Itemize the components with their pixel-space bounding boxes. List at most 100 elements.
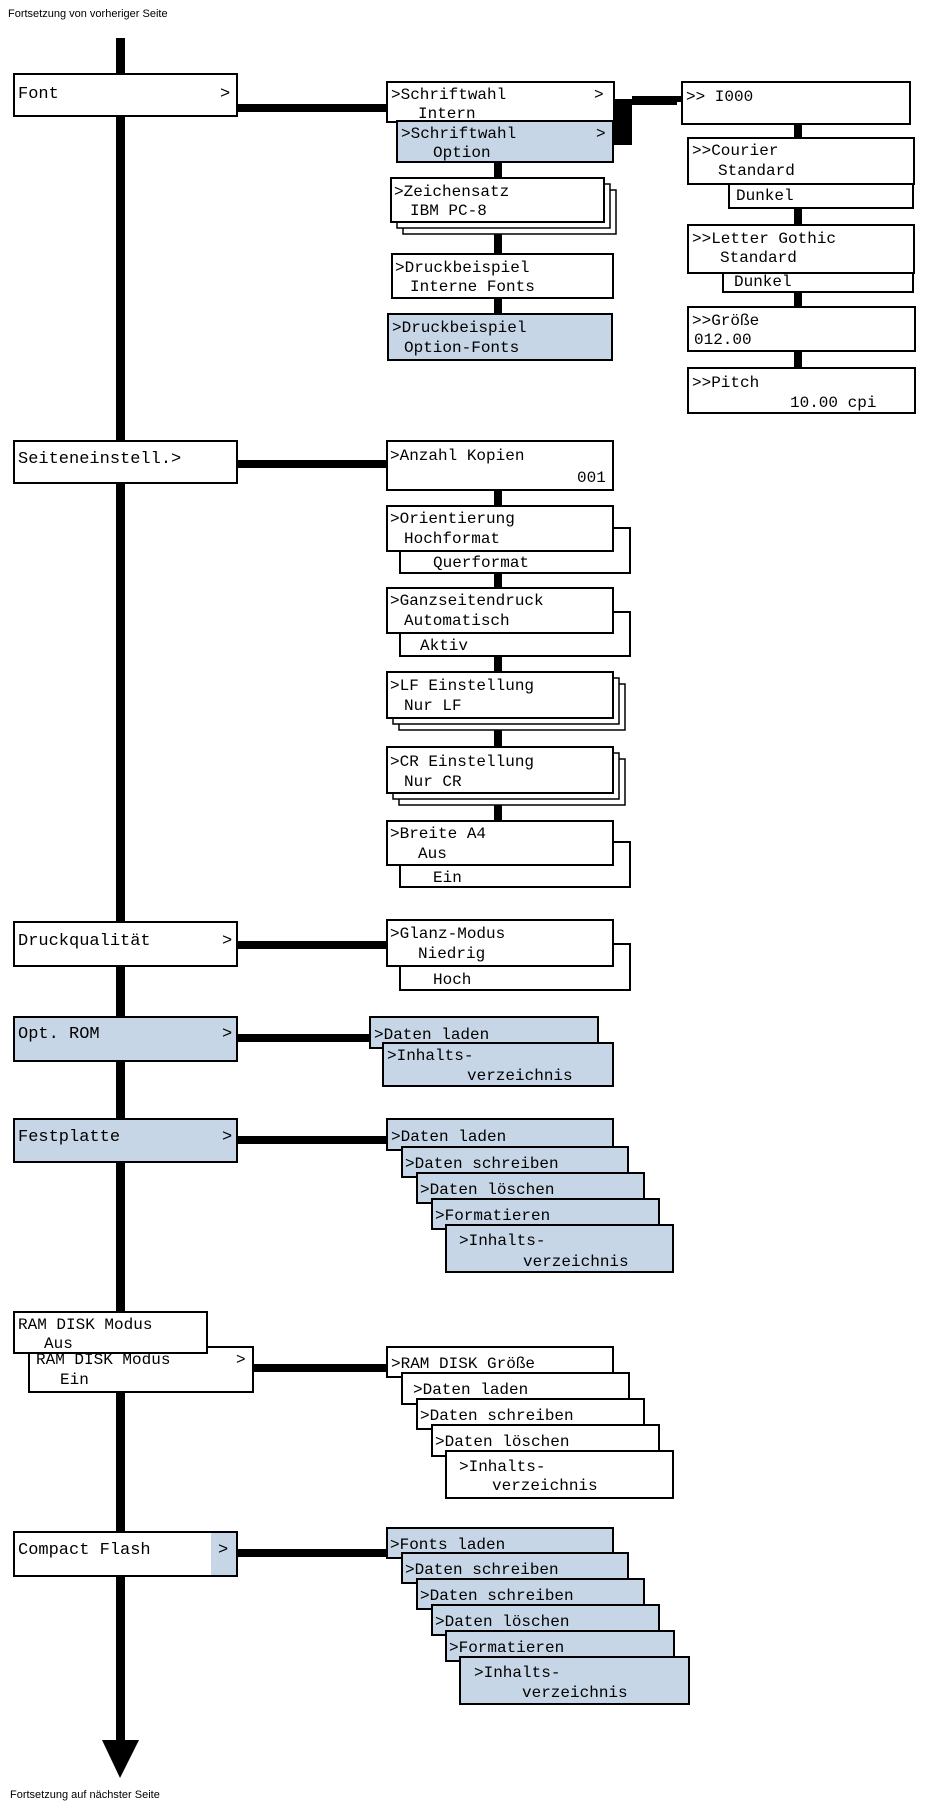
anzahl-kopien-l1: >Anzahl Kopien: [390, 447, 524, 465]
menu-ram-disk[interactable]: RAM DISK Modus > Ein RAM DISK Modus Aus: [13, 1311, 254, 1393]
schriftwahl-intern-l2: Intern: [418, 105, 476, 123]
opt-rom-label: Opt. ROM: [18, 1025, 100, 1044]
druckqualitaet-arrow: >: [222, 932, 232, 951]
top-note: Fortsetzung von vorheriger Seite: [8, 8, 168, 20]
font-letter-gothic[interactable]: >>Letter Gothic Standard Dunkel: [687, 224, 915, 293]
schriftwahl-intern-arrow: >: [594, 86, 604, 104]
font-pitch[interactable]: >>Pitch 10.00 cpi: [687, 367, 916, 414]
breite-a4-l2: Aus: [418, 845, 447, 863]
font-i000[interactable]: >> I000: [681, 81, 911, 125]
ganzseitendruck-l2: Automatisch: [404, 612, 510, 630]
festplatte-daten-laden[interactable]: >Daten laden: [386, 1118, 614, 1151]
druckbeispiel-intern-l2: Interne Fonts: [410, 278, 535, 296]
schriftwahl-option[interactable]: >Schriftwahl > Option: [396, 120, 614, 163]
spine-arrowhead: [102, 1740, 139, 1778]
compact-flash-children: >Fonts laden >Daten schreiben >Daten sch…: [386, 1527, 690, 1705]
glanz-modus[interactable]: >Glanz-Modus Niedrig Hoch: [386, 919, 631, 991]
seiteneinstell-label: Seiteneinstell.>: [18, 450, 181, 469]
cf-formatieren-l1: >Formatieren: [449, 1639, 564, 1657]
ram-disk-ein-value: Ein: [60, 1371, 89, 1389]
ganzseitendruck[interactable]: >Ganzseitendruck Automatisch Aktiv: [386, 587, 631, 657]
font-arrow: >: [220, 85, 230, 104]
ganzseitendruck-alt: Aktiv: [420, 637, 468, 655]
breite-a4-l1: >Breite A4: [390, 825, 486, 843]
cr-einstellung-l1: >CR Einstellung: [390, 753, 534, 771]
ram-disk-aus-value: Aus: [44, 1335, 73, 1353]
menu-font[interactable]: Font >: [13, 73, 238, 117]
courier-l1: >>Courier: [692, 142, 778, 160]
seiteneinstell-connector: [237, 460, 387, 468]
menu-festplatte[interactable]: Festplatte >: [13, 1118, 238, 1163]
lf-einstellung[interactable]: >LF Einstellung Nur LF: [386, 671, 626, 731]
zeichensatz[interactable]: >Zeichensatz IBM PC-8: [390, 177, 617, 235]
orientierung[interactable]: >Orientierung Hochformat Querformat: [386, 505, 631, 574]
groesse-l1: >>Größe: [692, 312, 759, 330]
anzahl-kopien[interactable]: >Anzahl Kopien 001: [386, 440, 614, 491]
ram-disk-children: >RAM DISK Größe >Daten laden >Daten schr…: [386, 1346, 674, 1499]
lf-einstellung-l1: >LF Einstellung: [390, 677, 534, 695]
ram-disk-inhalts-l2: verzeichnis: [492, 1477, 598, 1495]
breite-a4[interactable]: >Breite A4 Aus Ein: [386, 820, 631, 888]
zeichensatz-l1: >Zeichensatz: [394, 183, 509, 201]
opt-rom-arrow: >: [222, 1025, 232, 1044]
font-groesse[interactable]: >>Größe 012.00: [687, 306, 916, 352]
festplatte-inhaltsverzeichnis[interactable]: >Inhalts- verzeichnis: [445, 1224, 674, 1273]
schriftwahl-option-l1: >Schriftwahl: [401, 125, 516, 143]
ram-disk-inhalts-l1: >Inhalts-: [459, 1458, 545, 1476]
cf-daten-loeschen-l1: >Daten löschen: [435, 1613, 569, 1631]
cf-inhalts-l2: verzeichnis: [522, 1684, 628, 1702]
font-courier[interactable]: >>Courier Standard Dunkel: [687, 137, 915, 209]
festplatte-daten-schreiben-l1: >Daten schreiben: [405, 1155, 559, 1173]
ram-disk-daten-loeschen-l1: >Daten löschen: [435, 1433, 569, 1451]
druckbeispiel-option-l1: >Druckbeispiel: [392, 319, 526, 337]
ram-disk-aus-label: RAM DISK Modus: [18, 1316, 152, 1334]
menu-opt-rom[interactable]: Opt. ROM >: [13, 1016, 238, 1062]
zeichensatz-l2: IBM PC-8: [410, 202, 487, 220]
ram-disk-daten-schreiben[interactable]: >Daten schreiben: [416, 1398, 645, 1430]
festplatte-connector: [237, 1136, 387, 1144]
opt-rom-inhaltsverzeichnis[interactable]: >Inhalts- verzeichnis: [382, 1042, 614, 1087]
ram-disk-inhaltsverzeichnis[interactable]: >Inhalts- verzeichnis: [445, 1450, 674, 1499]
cf-inhalts-l1: >Inhalts-: [474, 1664, 560, 1682]
druckbeispiel-option[interactable]: >Druckbeispiel Option-Fonts: [387, 313, 613, 361]
menu-compact-flash[interactable]: Compact Flash >: [13, 1531, 238, 1577]
festplatte-label: Festplatte: [18, 1128, 120, 1147]
compact-flash-connector: [237, 1549, 387, 1557]
schriftwahl-intern-l1: >Schriftwahl: [391, 86, 506, 104]
ram-disk-daten-laden-l1: >Daten laden: [413, 1381, 528, 1399]
menu-druckqualitaet[interactable]: Druckqualität >: [13, 921, 238, 967]
cr-einstellung[interactable]: >CR Einstellung Nur CR: [386, 746, 626, 806]
i000-l1: >> I000: [686, 88, 753, 106]
font-connector: [237, 104, 387, 112]
cf-fonts-laden-l1: >Fonts laden: [390, 1536, 505, 1554]
festplatte-children: >Daten laden >Daten schreiben >Daten lös…: [386, 1118, 674, 1273]
festplatte-arrow: >: [222, 1128, 232, 1147]
festplatte-daten-loeschen-l1: >Daten löschen: [420, 1181, 554, 1199]
pitch-l1: >>Pitch: [692, 374, 759, 392]
ram-disk-connector: [253, 1364, 387, 1372]
ram-disk-daten-schreiben-l1: >Daten schreiben: [420, 1407, 574, 1425]
druckbeispiel-option-l2: Option-Fonts: [404, 339, 519, 357]
schriftwahl-intern[interactable]: >Schriftwahl > Intern: [386, 81, 615, 123]
letter-gothic-alt: Dunkel: [734, 273, 792, 291]
courier-alt: Dunkel: [736, 187, 794, 205]
druckqualitaet-label: Druckqualität: [18, 932, 151, 951]
ganzseitendruck-l1: >Ganzseitendruck: [390, 592, 544, 610]
lf-einstellung-l2: Nur LF: [404, 697, 462, 715]
bottom-note: Fortsetzung auf nächster Seite: [10, 1789, 160, 1801]
festplatte-daten-laden-l1: >Daten laden: [391, 1128, 506, 1146]
opt-rom-children: >Daten laden >Inhalts- verzeichnis: [369, 1016, 614, 1087]
opt-rom-daten-laden-l1: >Daten laden: [374, 1026, 489, 1044]
druckbeispiel-intern[interactable]: >Druckbeispiel Interne Fonts: [391, 253, 614, 299]
festplatte-inhalts-l1: >Inhalts-: [459, 1232, 545, 1250]
opt-rom-inhalts-l2: verzeichnis: [467, 1067, 573, 1085]
seiteneinstell-children: >Anzahl Kopien 001 >Orientierung Hochfor…: [386, 440, 631, 888]
cf-inhaltsverzeichnis[interactable]: >Inhalts- verzeichnis: [459, 1656, 690, 1705]
cf-daten-schreiben-2-l1: >Daten schreiben: [420, 1587, 574, 1605]
opt-rom-connector: [237, 1034, 370, 1042]
druckbeispiel-intern-l1: >Druckbeispiel: [395, 259, 529, 277]
menu-seiteneinstell[interactable]: Seiteneinstell.>: [13, 440, 238, 484]
ram-disk-groesse-l1: >RAM DISK Größe: [391, 1355, 535, 1373]
orientierung-l1: >Orientierung: [390, 510, 515, 528]
glanz-modus-l2: Niedrig: [418, 945, 485, 963]
